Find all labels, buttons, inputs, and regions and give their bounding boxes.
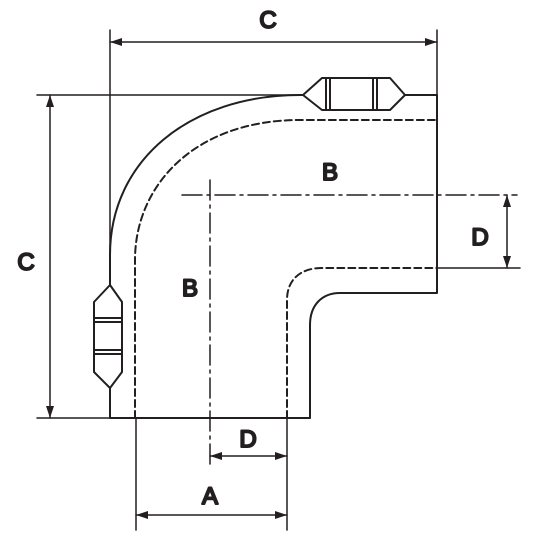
label-top-c: C — [259, 7, 276, 34]
outer-wall — [109, 94, 438, 419]
top-weld-ring — [302, 77, 406, 111]
centerlines — [181, 179, 518, 469]
label-right-d: D — [471, 224, 488, 251]
label-vertical-b: B — [182, 275, 198, 302]
left-weld-ring — [93, 284, 123, 389]
dimension-lines — [46, 38, 511, 519]
label-bottom-a: A — [202, 483, 218, 510]
label-bottom-d: D — [239, 426, 256, 453]
label-left-c: C — [17, 249, 34, 276]
inner-wall-hidden-line-2 — [286, 267, 438, 419]
inner-wall-hidden-line — [134, 119, 438, 419]
extension-lines — [36, 29, 521, 531]
elbow-body — [109, 94, 438, 419]
label-horizontal-b: B — [322, 159, 338, 186]
